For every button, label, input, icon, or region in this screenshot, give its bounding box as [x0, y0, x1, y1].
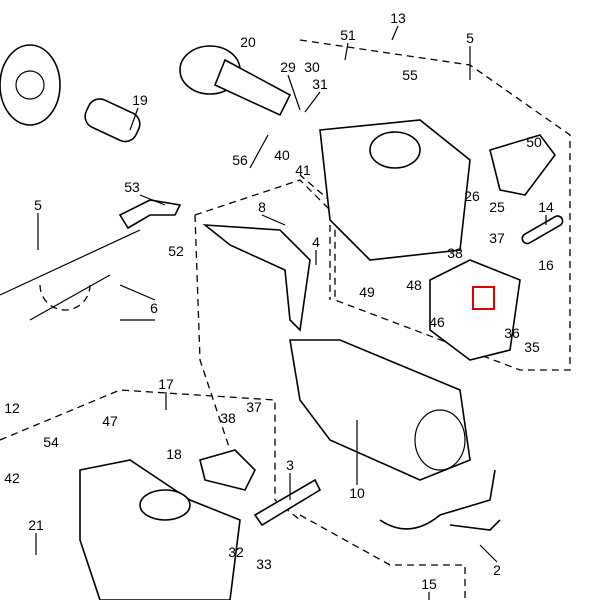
- spring-19: [84, 98, 141, 143]
- callout-3[interactable]: 3: [286, 457, 294, 473]
- leader-lines: [35, 25, 547, 600]
- callout-14[interactable]: 14: [538, 199, 554, 215]
- callout-6[interactable]: 6: [150, 300, 158, 316]
- assembly-10-outline: [194, 179, 331, 451]
- carburetor-lower-bore: [139, 489, 191, 521]
- callout-8[interactable]: 8: [258, 199, 266, 215]
- piston-valve-20-body: [213, 58, 292, 117]
- callout-36[interactable]: 36: [504, 325, 520, 341]
- callout-50[interactable]: 50: [526, 134, 542, 150]
- bracket-50: [489, 134, 556, 196]
- group-6-circle: [39, 284, 91, 311]
- callout-40[interactable]: 40: [274, 147, 290, 163]
- callout-52[interactable]: 52: [168, 243, 184, 259]
- callout-12[interactable]: 12: [4, 400, 20, 416]
- tube-14: [521, 215, 564, 245]
- mount-bracket-4: [202, 224, 311, 332]
- diaphragm-cover-left: [0, 44, 61, 126]
- callout-4[interactable]: 4: [312, 234, 320, 250]
- callout-25[interactable]: 25: [489, 199, 505, 215]
- callout-55[interactable]: 55: [402, 67, 418, 83]
- callout-38-lower[interactable]: 38: [220, 410, 236, 426]
- callout-47[interactable]: 47: [102, 413, 118, 429]
- callout-13[interactable]: 13: [390, 10, 406, 26]
- callout-21[interactable]: 21: [28, 517, 44, 533]
- callout-37-lower[interactable]: 37: [246, 399, 262, 415]
- callout-32[interactable]: 32: [228, 544, 244, 560]
- callout-48[interactable]: 48: [406, 277, 422, 293]
- carburetor-body-upper: [319, 119, 471, 261]
- hose-2: [379, 469, 501, 531]
- assembly-15-outline: [299, 514, 466, 600]
- callout-2[interactable]: 2: [493, 562, 501, 578]
- callout-33[interactable]: 33: [256, 556, 272, 572]
- callout-54[interactable]: 54: [43, 434, 59, 450]
- tube-3: [253, 478, 322, 527]
- hose-53: [118, 199, 182, 230]
- callout-30[interactable]: 30: [304, 59, 320, 75]
- callout-5-left[interactable]: 5: [34, 197, 42, 213]
- intake-joint-opening: [414, 409, 466, 471]
- callout-31[interactable]: 31: [312, 76, 328, 92]
- callout-19[interactable]: 19: [132, 92, 148, 108]
- callout-15[interactable]: 15: [421, 576, 437, 592]
- callout-20[interactable]: 20: [240, 34, 256, 50]
- callout-17[interactable]: 17: [158, 376, 174, 392]
- callout-56[interactable]: 56: [232, 152, 248, 168]
- callout-38[interactable]: 38: [447, 245, 463, 261]
- callout-46[interactable]: 46: [429, 314, 445, 330]
- carburetor-upper-bore: [369, 131, 421, 169]
- callout-53[interactable]: 53: [124, 179, 140, 195]
- callout-41[interactable]: 41: [295, 162, 311, 178]
- callout-37[interactable]: 37: [489, 230, 505, 246]
- bracket-18: [199, 449, 256, 491]
- callout-16[interactable]: 16: [538, 257, 554, 273]
- callout-51[interactable]: 51: [340, 27, 356, 43]
- callout-49[interactable]: 49: [359, 284, 375, 300]
- callout-29[interactable]: 29: [280, 59, 296, 75]
- callout-26[interactable]: 26: [464, 188, 480, 204]
- callout-10[interactable]: 10: [349, 485, 365, 501]
- assembly-12-outline: [0, 389, 301, 521]
- carburetor-body-lower: [79, 459, 241, 600]
- diaphragm-cover-center: [15, 70, 45, 100]
- highlight-box: [472, 286, 495, 310]
- callout-18[interactable]: 18: [166, 446, 182, 462]
- callout-35[interactable]: 35: [524, 339, 540, 355]
- throttle-shaft: [0, 229, 141, 321]
- callout-5[interactable]: 5: [466, 30, 474, 46]
- callout-42[interactable]: 42: [4, 470, 20, 486]
